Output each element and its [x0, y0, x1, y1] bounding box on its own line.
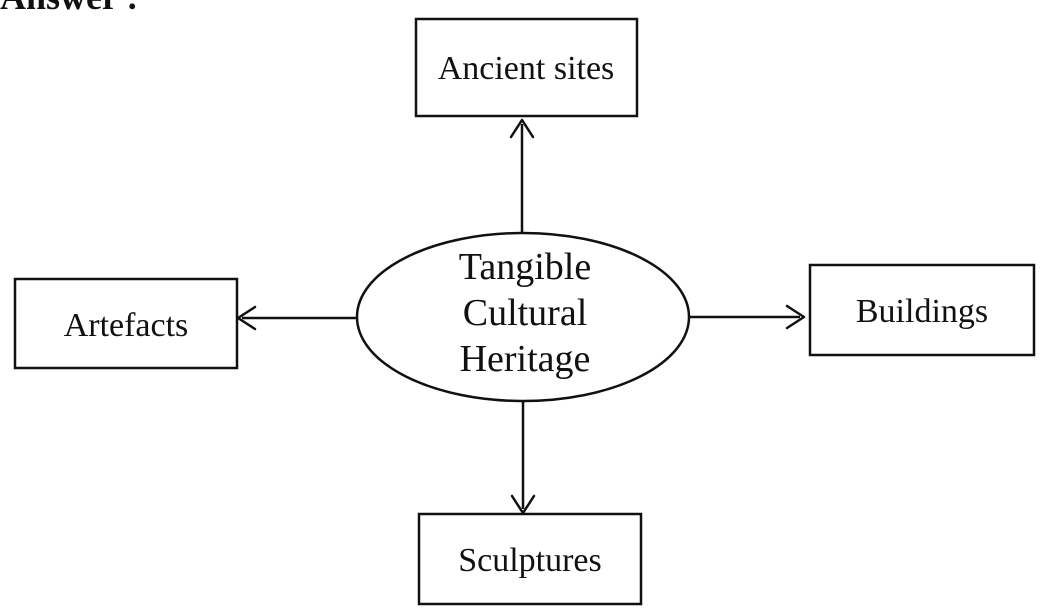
answer-heading: Answer :	[0, 0, 138, 17]
arrow-to-sculptures	[510, 400, 536, 515]
arrow-to-artefacts	[236, 305, 356, 331]
node-artefacts: Artefacts	[13, 277, 239, 370]
node-ancient-sites-label: Ancient sites	[438, 50, 615, 87]
node-artefacts-box	[13, 277, 239, 370]
center-line-1: Tangible	[459, 246, 591, 288]
center-node: Tangible Cultural Heritage	[355, 231, 691, 403]
node-sculptures-label: Sculptures	[458, 542, 602, 579]
node-ancient-sites-box	[414, 17, 639, 118]
node-sculptures-box	[417, 512, 643, 606]
arrow-to-buildings	[690, 304, 806, 330]
node-sculptures: Sculptures	[417, 512, 643, 606]
node-ancient-sites: Ancient sites	[414, 17, 639, 118]
center-ellipse	[355, 231, 691, 403]
node-artefacts-label: Artefacts	[64, 307, 189, 344]
node-buildings: Buildings	[808, 263, 1036, 357]
node-buildings-box	[808, 263, 1036, 357]
center-line-2: Cultural	[463, 292, 588, 334]
node-buildings-label: Buildings	[856, 293, 988, 330]
center-line-3: Heritage	[460, 338, 591, 380]
arrow-to-ancient-sites	[509, 118, 535, 234]
